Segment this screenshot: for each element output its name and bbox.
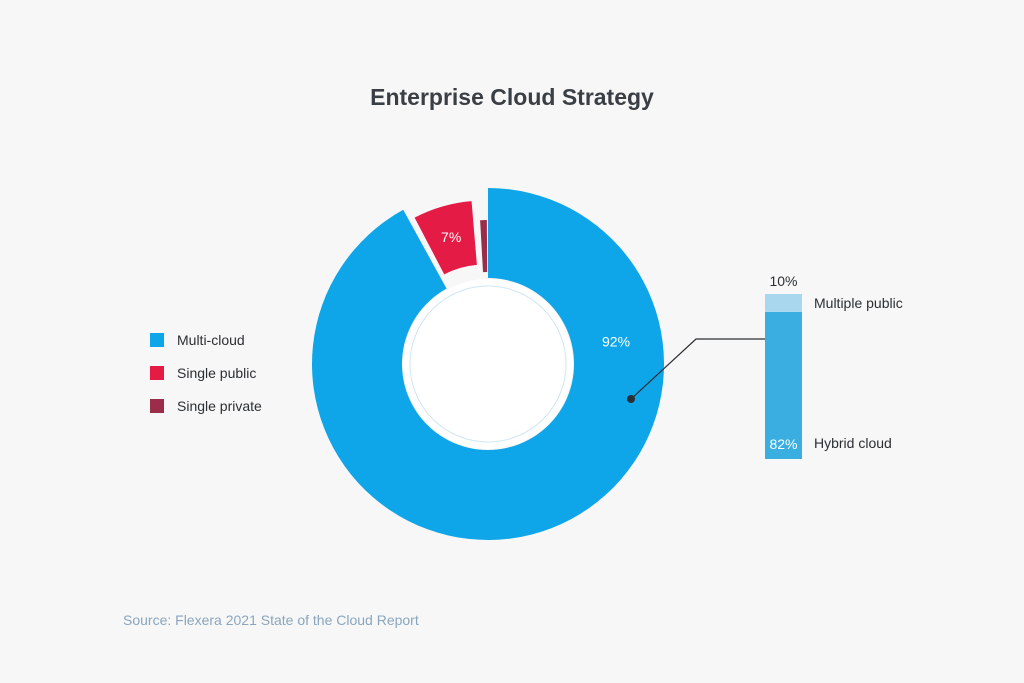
donut-chart: 92% 7%: [311, 188, 664, 540]
donut-hole: [403, 279, 573, 449]
legend-swatch-single-public: [150, 366, 164, 380]
bar-value-hybrid-cloud: 82%: [769, 436, 797, 452]
bar-label-hybrid-cloud: Hybrid cloud: [814, 435, 892, 451]
breakdown-stacked-bar: 82% Hybrid cloud 10% Multiple public: [765, 273, 903, 459]
legend-swatch-multi-cloud: [150, 333, 164, 347]
bar-segment-hybrid-cloud: [765, 311, 802, 459]
legend-swatch-single-private: [150, 399, 164, 413]
breakdown-connector-dot: [627, 395, 635, 403]
source-note: Source: Flexera 2021 State of the Cloud …: [123, 612, 419, 628]
slice-single-private: [480, 220, 488, 273]
breakdown-connector-line: [630, 338, 778, 400]
donut-inner-ring: [409, 285, 567, 443]
legend-label-multi-cloud: Multi-cloud: [177, 332, 245, 348]
legend-label-single-private: Single private: [177, 398, 262, 414]
bar-segment-multiple-public: [765, 294, 802, 312]
slice-single-public: [414, 201, 477, 275]
slice-label-multi-cloud: 92%: [602, 333, 630, 349]
bar-label-multiple-public: Multiple public: [814, 295, 903, 311]
slice-multi-cloud: [311, 188, 664, 540]
slice-label-single-public: 7%: [441, 229, 461, 245]
bar-value-multiple-public: 10%: [769, 273, 797, 289]
chart-title: Enterprise Cloud Strategy: [370, 84, 654, 110]
legend-label-single-public: Single public: [177, 365, 256, 381]
